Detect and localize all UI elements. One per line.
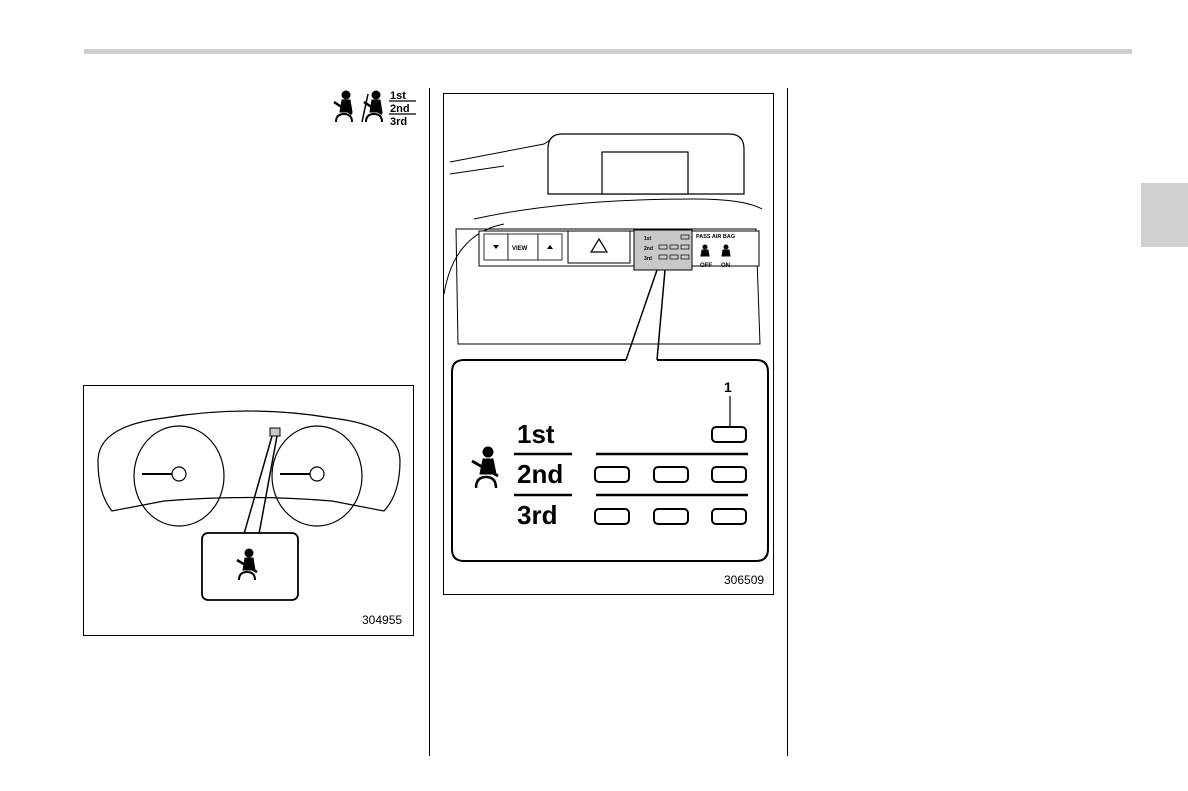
indicator-1st-passenger (712, 427, 746, 442)
seatbelt-indicator-panel (634, 230, 692, 270)
airbag-off-label: OFF (700, 263, 712, 269)
console-drawing: VIEW 1st 2nd 3rd PASS AIR BAG OFF ON (444, 94, 773, 594)
row-label-3rd: 3rd (517, 500, 557, 530)
indicator-2nd-center (654, 467, 688, 482)
figure-number: 306509 (724, 573, 764, 587)
row-label-2nd: 2nd (517, 459, 563, 489)
figure-number: 304955 (362, 613, 402, 627)
indicator-2nd-left (595, 467, 629, 482)
svg-text:1st: 1st (644, 236, 652, 242)
heading-label-3rd: 3rd (390, 116, 407, 128)
indicator-3rd-left (595, 509, 629, 524)
row-label-1st: 1st (517, 419, 555, 449)
figure-seatbelt-indicator-panel: VIEW 1st 2nd 3rd PASS AIR BAG OFF ON (443, 93, 774, 595)
chapter-tab[interactable] (1141, 183, 1188, 247)
header-rule (84, 49, 1132, 54)
heading-seatbelt-icons: 1st 2nd 3rd (330, 88, 420, 128)
column-divider-left (429, 88, 430, 756)
hazard-button (568, 231, 630, 263)
svg-text:2nd: 2nd (644, 246, 653, 252)
callout-enlarged-box (452, 360, 768, 561)
indicator-3rd-right (712, 509, 746, 524)
seatbelt-icon (334, 91, 352, 122)
indicator-2nd-right (712, 467, 746, 482)
indicator-3rd-center (654, 509, 688, 524)
seatbelt-icon-pair: 1st 2nd 3rd (330, 88, 420, 128)
pass-airbag-label: PASS AIR BAG (696, 234, 735, 240)
view-button-label: VIEW (512, 246, 528, 252)
seatbelt-icon (364, 91, 382, 122)
heading-label-2nd: 2nd (390, 103, 410, 115)
cluster-drawing (84, 386, 413, 635)
display-screen (602, 152, 688, 194)
column-divider-right (787, 88, 788, 756)
callout-marker: 1 (724, 379, 732, 395)
airbag-on-label: ON (721, 263, 730, 269)
figure-instrument-cluster: 304955 (83, 385, 414, 636)
heading-label-1st: 1st (390, 90, 406, 102)
svg-text:3rd: 3rd (644, 256, 652, 262)
